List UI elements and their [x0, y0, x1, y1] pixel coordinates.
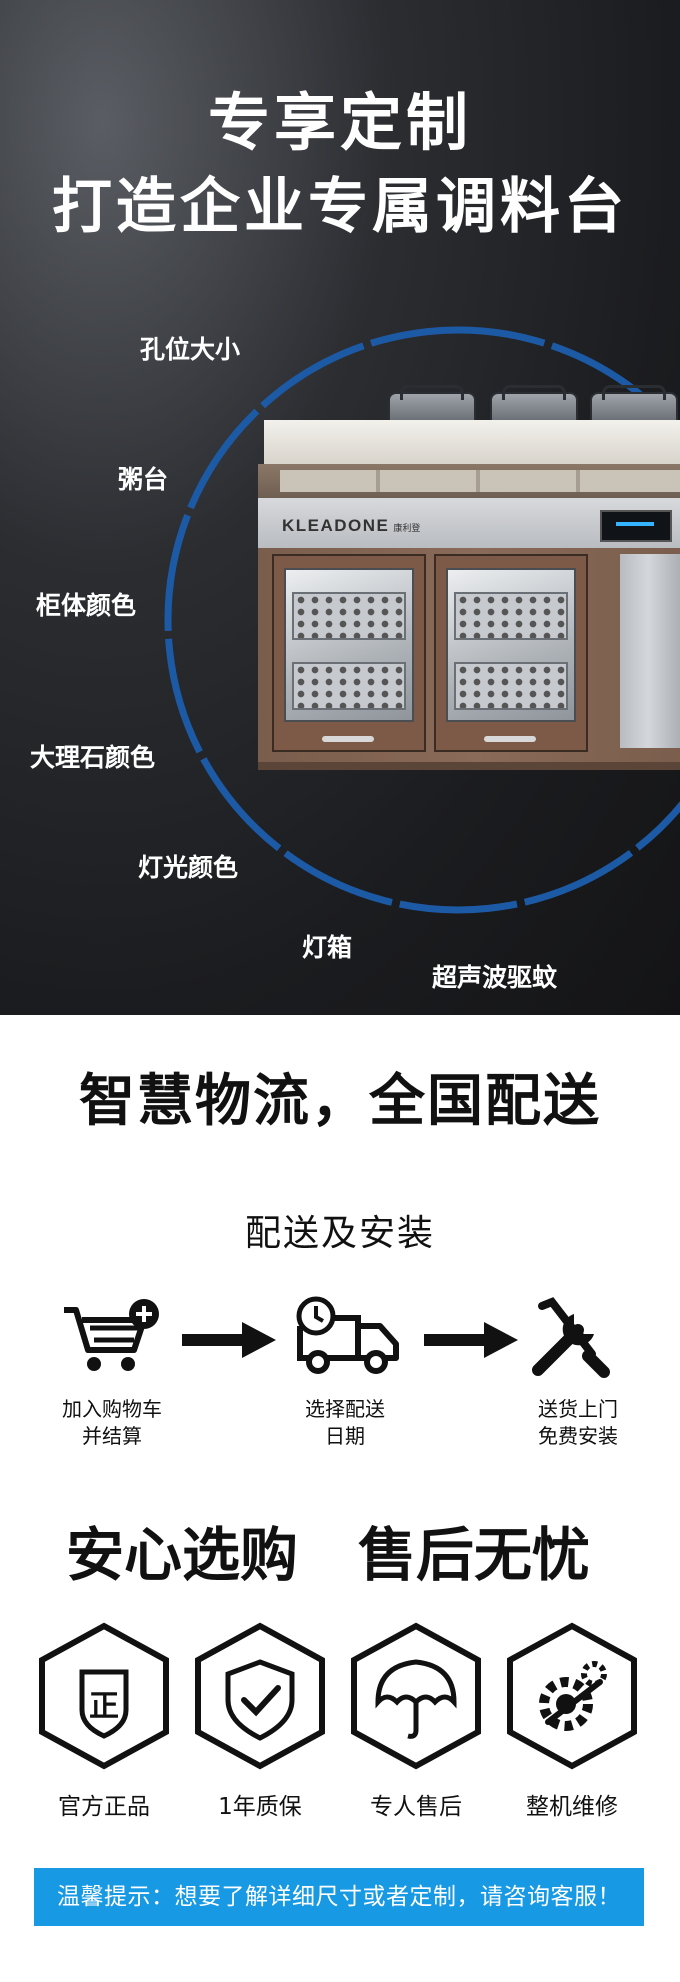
arrow-right-icon	[424, 1322, 518, 1358]
step-label-line: 选择配送	[305, 1397, 385, 1421]
step-delivery-install: 送货上门 免费安装	[488, 1396, 668, 1450]
side-door	[620, 554, 680, 748]
assurance-title-right: 售后无忧	[358, 1521, 591, 1589]
step-label-line: 加入购物车	[62, 1397, 162, 1421]
cabinet-door	[272, 554, 426, 752]
umbrella-icon	[351, 1622, 481, 1770]
arrow-right-icon	[182, 1322, 276, 1358]
cabinet-door	[434, 554, 588, 752]
marble-top	[264, 420, 680, 467]
step-label-line: 并结算	[82, 1424, 142, 1448]
gear-wrench-icon	[507, 1622, 637, 1770]
tools-icon	[532, 1297, 610, 1378]
door-handle	[484, 736, 536, 742]
step-label-line: 日期	[325, 1424, 365, 1448]
option-light-color: 灯光颜色	[138, 853, 239, 882]
door-glass	[284, 568, 414, 722]
genuine-glyph: 正	[89, 1689, 119, 1724]
step-label-line: 送货上门	[538, 1397, 618, 1421]
assurance-title-left: 安心选购	[66, 1521, 299, 1589]
hero-title-line1: 专享定制	[207, 86, 472, 159]
delivery-title: 智慧物流，全国配送	[79, 1069, 601, 1134]
shelf	[454, 662, 568, 710]
customization-ring	[164, 326, 680, 914]
option-hole-size: 孔位大小	[140, 335, 241, 364]
option-light-box: 灯箱	[302, 933, 353, 962]
cart-plus-icon	[64, 1299, 159, 1371]
shelf	[292, 592, 406, 640]
consult-tip-banner: 温馨提示：想要了解详细尺寸或者定制，请咨询客服！	[34, 1868, 644, 1926]
shelf	[292, 662, 406, 710]
genuine-badge-icon: 正	[39, 1622, 169, 1770]
shield-check-icon	[195, 1622, 325, 1770]
delivery-truck-clock-icon	[296, 1296, 399, 1374]
assurance-label-genuine: 官方正品	[58, 1794, 150, 1820]
delivery-subtitle: 配送及安装	[244, 1213, 435, 1254]
base-strip	[258, 762, 680, 770]
step-choose-date: 选择配送 日期	[255, 1396, 435, 1450]
control-display	[600, 510, 672, 542]
step-label-line: 免费安装	[538, 1424, 618, 1448]
cabinet-body	[258, 548, 680, 762]
step-add-to-cart: 加入购物车 并结算	[22, 1396, 202, 1450]
assurance-label-repair: 整机维修	[526, 1794, 618, 1820]
shelf	[454, 592, 568, 640]
pan-rail	[258, 464, 680, 498]
assurance-label-warranty: 1年质保	[218, 1794, 302, 1820]
option-ultrasonic-repellent: 超声波驱蚊	[432, 963, 558, 992]
door-handle	[322, 736, 374, 742]
assurance-label-after-sales: 专人售后	[370, 1794, 462, 1820]
hero-title-line2: 打造企业专属调料台	[52, 172, 628, 242]
option-porridge-station: 粥台	[118, 465, 169, 494]
door-glass	[446, 568, 576, 722]
option-cabinet-color: 柜体颜色	[36, 591, 137, 620]
option-marble-color: 大理石颜色	[30, 743, 156, 772]
